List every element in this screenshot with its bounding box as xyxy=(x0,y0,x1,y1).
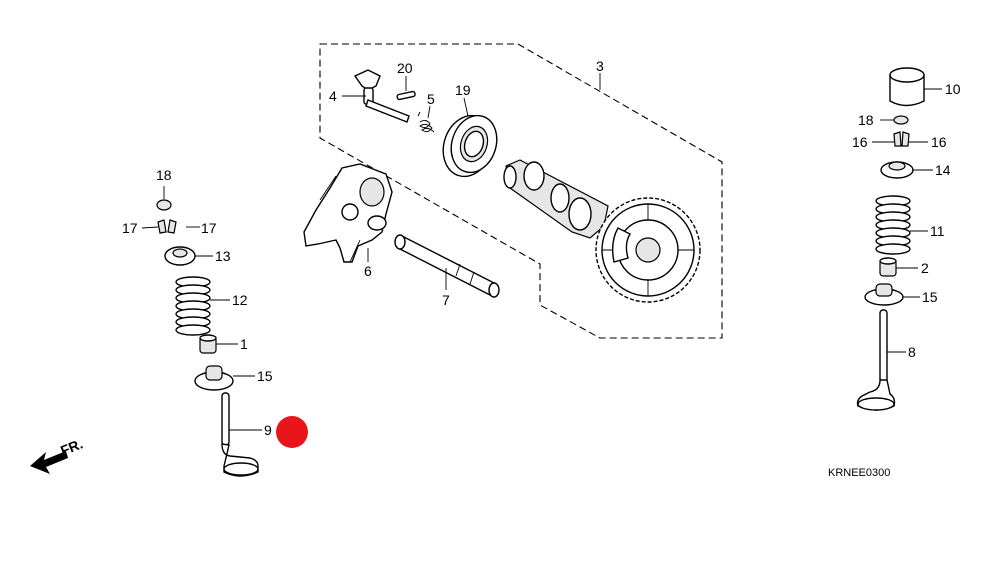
callout-9: 9 xyxy=(264,422,272,438)
callout-13: 13 xyxy=(215,248,231,264)
callout-16-left: 16 xyxy=(852,134,868,150)
callout-1: 1 xyxy=(240,336,248,352)
callout-17-left: 17 xyxy=(122,220,138,236)
callout-18-right: 18 xyxy=(858,112,874,128)
leader-lines xyxy=(141,73,942,431)
spring-seat-left xyxy=(194,365,234,391)
spring-seat-right xyxy=(864,283,904,306)
valve-lifter xyxy=(889,67,925,107)
callout-16-right: 16 xyxy=(931,134,947,150)
arrow-left-icon xyxy=(30,451,68,474)
callout-15-right: 15 xyxy=(922,289,938,305)
valve-spring-left xyxy=(175,276,211,336)
direction-label: FR. xyxy=(58,435,85,458)
valve-spring-right xyxy=(875,195,911,255)
valve-stem-seal-left xyxy=(199,334,217,354)
callout-14: 14 xyxy=(935,162,951,178)
callout-2: 2 xyxy=(921,260,929,276)
callout-20: 20 xyxy=(397,60,413,76)
exhaust-valve-left xyxy=(221,392,259,477)
callout-6: 6 xyxy=(364,263,372,279)
callout-11: 11 xyxy=(930,223,945,239)
valve-cap-left xyxy=(156,199,172,211)
callout-15-left: 15 xyxy=(257,368,273,384)
decompressor-lever xyxy=(353,69,410,123)
callout-3: 3 xyxy=(596,58,604,74)
decomp-spring xyxy=(417,111,435,133)
callout-8: 8 xyxy=(908,344,916,360)
camshaft-group-outline xyxy=(319,43,723,339)
valve-cotter-right xyxy=(893,131,910,147)
valve-cap-right xyxy=(893,115,909,125)
camshaft-bearing xyxy=(442,114,498,178)
dowel-pin xyxy=(396,90,416,101)
camshaft-assembly xyxy=(503,159,701,303)
callout-4: 4 xyxy=(329,88,337,104)
callout-18-left: 18 xyxy=(156,167,172,183)
red-dot-icon[interactable] xyxy=(276,416,308,448)
callout-10: 10 xyxy=(945,81,961,97)
drawing-code: KRNEE0300 xyxy=(828,467,890,479)
valve-cotter-left xyxy=(157,219,177,234)
callout-7: 7 xyxy=(442,292,450,308)
callout-19: 19 xyxy=(455,82,471,98)
rocker-arm xyxy=(303,163,393,263)
left-valve-assembly xyxy=(156,199,259,477)
callout-5: 5 xyxy=(427,91,435,107)
intake-valve-right xyxy=(856,309,896,411)
rocker-shaft xyxy=(394,234,500,298)
callout-12: 12 xyxy=(232,292,248,308)
valve-stem-seal-right xyxy=(879,257,897,277)
callout-17-right: 17 xyxy=(201,220,217,236)
